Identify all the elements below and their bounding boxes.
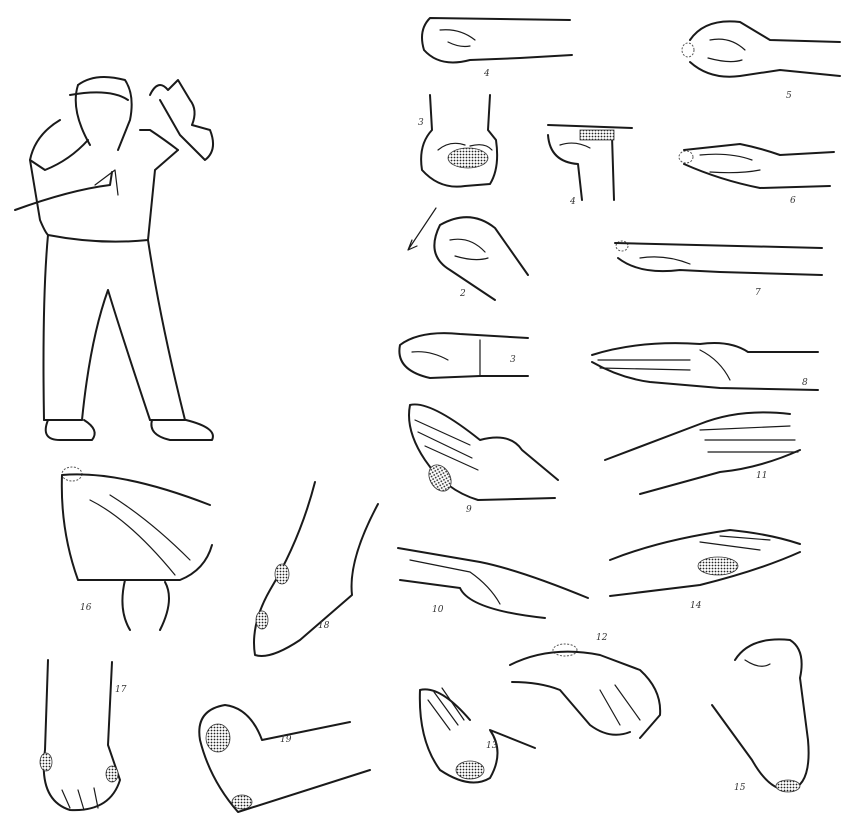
fist-vertical-figure: 4 [548, 125, 632, 207]
figure-label: 17 [115, 685, 127, 695]
finger-tips-figure: 8 [592, 343, 818, 390]
figure-label: 11 [756, 471, 767, 481]
standing-figure [15, 77, 213, 440]
palm-heel-figure: 9 [409, 404, 558, 515]
open-hand-back-figure: 11 [605, 412, 800, 494]
figure-label: 2 [459, 289, 466, 299]
figure-label: 3 [418, 118, 424, 128]
forearm-edge-figure: 7 [615, 241, 822, 298]
figure-label: 13 [486, 741, 498, 751]
figure-label: 3 [510, 355, 516, 365]
palm-cup-figure: 13 [420, 688, 535, 783]
foot-side-figure: 18 [254, 482, 378, 656]
figure-label: 19 [280, 735, 292, 745]
figure-label: 14 [690, 601, 702, 611]
knee-figure: 16 [62, 467, 212, 630]
pointing-hand-figure: 10 [398, 548, 588, 618]
elbow-figure: 15 [712, 639, 809, 793]
figure-label: 12 [596, 633, 608, 643]
foot-front-figure: 17 [40, 660, 127, 810]
fist-front-figure: 3 [418, 95, 497, 187]
figure-label: 4 [483, 69, 490, 79]
figure-label: 6 [790, 196, 796, 206]
fist-side-figure: 4 [422, 18, 572, 79]
figure-label: 8 [802, 378, 808, 388]
figure-label: 9 [466, 505, 472, 515]
wrist-bent-figure: 12 [510, 633, 660, 738]
palm-up-figure: 14 [610, 530, 800, 611]
fist-small-figure: 3 [399, 333, 528, 378]
figure-label: 16 [80, 603, 92, 613]
figure-label: 10 [432, 605, 444, 615]
figure-label: 5 [786, 91, 792, 101]
fist-thumb-figure: 6 [679, 144, 834, 206]
figure-label: 18 [318, 621, 330, 631]
fist-diagonal-figure: 2 [408, 208, 528, 300]
figure-label: 4 [569, 197, 576, 207]
foot-sole-figure: 19 [199, 705, 370, 812]
figure-label: 7 [755, 288, 761, 298]
figure-label: 15 [734, 783, 746, 793]
fist-knuckle-figure: 5 [682, 21, 840, 101]
